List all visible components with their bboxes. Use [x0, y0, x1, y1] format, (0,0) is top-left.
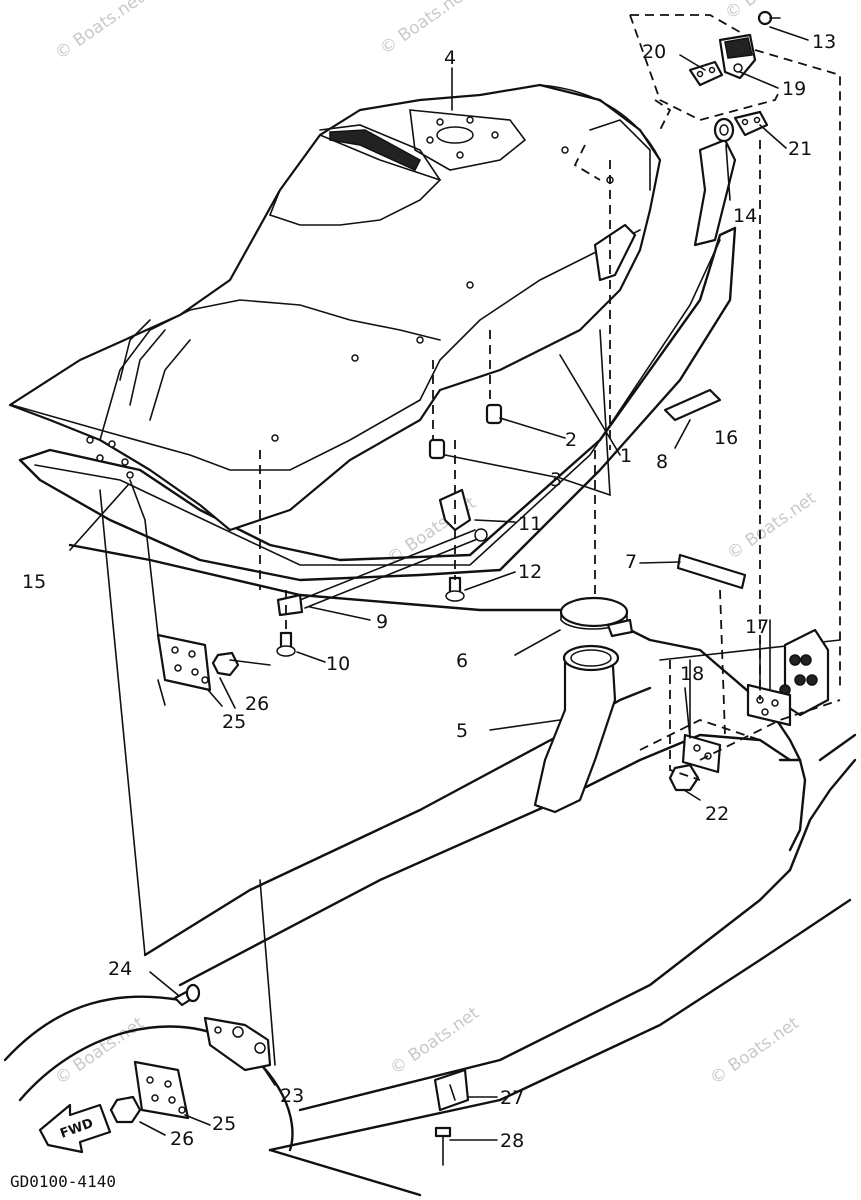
- callout-22: 22: [705, 803, 729, 825]
- callout-4: 4: [444, 47, 456, 69]
- part-8: [663, 388, 722, 422]
- plate-25-upper: [156, 633, 240, 692]
- callout-23: 23: [280, 1085, 304, 1107]
- callout-24: 24: [108, 958, 132, 980]
- callout-16: 16: [714, 427, 738, 449]
- callout-13: 13: [812, 31, 836, 53]
- callout-14: 14: [733, 205, 757, 227]
- panel-holes: [86, 436, 134, 479]
- bolt-10: [276, 631, 296, 657]
- callout-6: 6: [456, 650, 468, 672]
- callout-28: 28: [500, 1130, 524, 1152]
- plate-25-lower: [133, 1060, 190, 1120]
- callout-12: 12: [518, 561, 542, 583]
- watermark: © Boats.net: [723, 488, 820, 564]
- rivet-28: [434, 1126, 452, 1166]
- assembly-lines: [99, 14, 841, 1066]
- callout-25: 25: [212, 1113, 236, 1135]
- nut-22: [668, 763, 700, 792]
- callout-7: 7: [625, 551, 637, 573]
- plate-18: [681, 733, 722, 774]
- bolt-13: [757, 10, 781, 26]
- hinge-19: [718, 33, 757, 80]
- part-7: [676, 553, 747, 590]
- callout-9: 9: [376, 611, 388, 633]
- nut-14: [713, 117, 735, 143]
- duct-5: [533, 644, 620, 814]
- callout-3: 3: [550, 469, 562, 491]
- clip-27: [433, 1068, 470, 1112]
- callout-10: 10: [326, 653, 350, 675]
- callout-17: 17: [745, 616, 769, 638]
- hinge-23: [203, 1016, 272, 1072]
- callout-25: 25: [222, 711, 246, 733]
- nut-26-lower: [109, 1095, 142, 1124]
- watermark: © Boats.net: [376, 0, 473, 59]
- callout-8: 8: [656, 451, 668, 473]
- callout-15: 15: [22, 571, 46, 593]
- diagram-code: GD0100-4140: [10, 1172, 116, 1191]
- callout-18: 18: [680, 663, 704, 685]
- callout-20: 20: [642, 41, 666, 63]
- bolt-24: [173, 983, 201, 1007]
- fwd-arrow-icon: FWD: [38, 1103, 112, 1154]
- watermark: © Boats.net: [706, 1013, 803, 1089]
- callout-26: 26: [245, 693, 269, 715]
- callout-2: 2: [565, 429, 577, 451]
- callout-11: 11: [518, 513, 542, 535]
- seat-cover: [8, 83, 662, 532]
- callout-27: 27: [500, 1087, 524, 1109]
- watermark: © Boats.net: [51, 0, 148, 64]
- plate-20: [688, 60, 724, 87]
- stoppers: [428, 403, 503, 460]
- leader-lines: [69, 26, 809, 1141]
- callout-26: 26: [170, 1128, 194, 1150]
- callout-19: 19: [782, 78, 806, 100]
- strap-9: [276, 488, 488, 617]
- bolt-12: [445, 576, 465, 602]
- callout-5: 5: [456, 720, 468, 742]
- watermark: © Boats.net: [51, 1013, 148, 1089]
- callout-1: 1: [620, 445, 632, 467]
- plate-21: [733, 110, 769, 137]
- callout-21: 21: [788, 138, 812, 160]
- clamp-6: [559, 596, 634, 638]
- latch-17: [746, 628, 830, 727]
- callout-labels: 1 2 3 4 5 6 7 8 9 10 11 12 13 14 15 16 1…: [22, 31, 836, 1152]
